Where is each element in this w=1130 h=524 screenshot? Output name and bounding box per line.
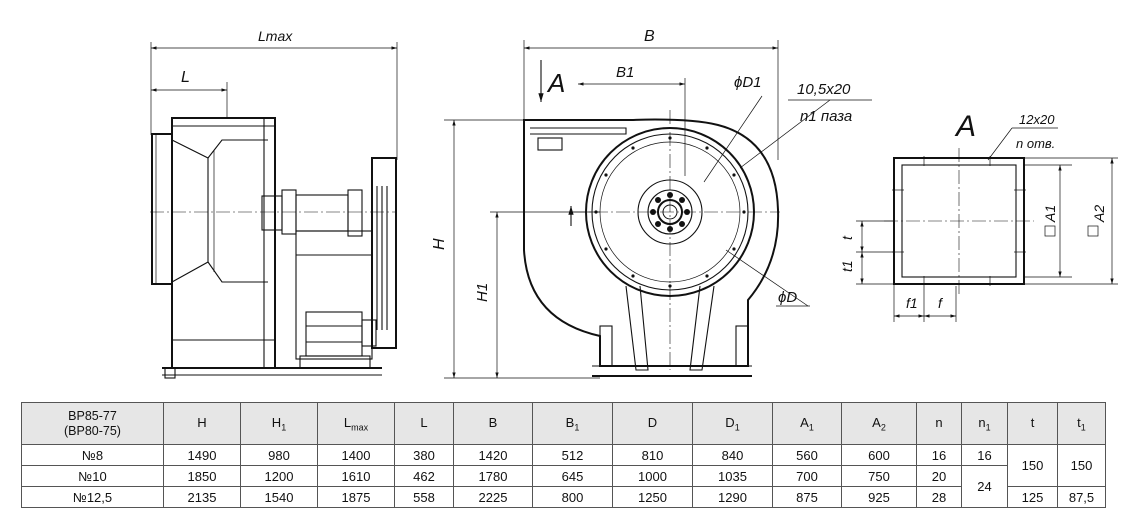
t-label: t — [839, 235, 855, 240]
model-cell: №8 — [21, 444, 164, 466]
cell-b1: 800 — [532, 486, 613, 508]
col-d1: D1 — [692, 402, 773, 445]
cell-h: 1850 — [163, 465, 241, 487]
hole-size-label: 12x20 — [1019, 112, 1055, 127]
cell-a2: 925 — [841, 486, 917, 508]
cell-a1: 875 — [772, 486, 842, 508]
fan-technical-drawing: Lmax L — [150, 28, 1118, 379]
cell-n: 16 — [916, 444, 962, 466]
cell-b: 2225 — [453, 486, 533, 508]
view-a-label: A — [546, 68, 565, 98]
cell-d: 1250 — [612, 486, 693, 508]
cell-lmax: 1610 — [317, 465, 395, 487]
col-t: t — [1007, 402, 1058, 445]
col-a2: A2 — [841, 402, 917, 445]
model-cell: №12,5 — [21, 486, 164, 508]
table-row: №12,5 2135 1540 1875 558 2225 800 1250 1… — [21, 486, 1106, 508]
cell-t1: 87,5 — [1057, 486, 1106, 508]
f1-label: f1 — [906, 295, 918, 311]
cell-n1: 16 — [961, 444, 1008, 466]
cell-h1: 1540 — [240, 486, 318, 508]
side-view: Lmax L — [150, 28, 398, 379]
h-label: H — [431, 238, 448, 250]
cell-d1: 840 — [692, 444, 773, 466]
slot-count-label: n1 паза — [800, 108, 852, 125]
col-b1: B1 — [532, 402, 613, 445]
table-row: №10 1850 1200 1610 462 1780 645 1000 103… — [21, 465, 1106, 508]
specs-table: ВР85-77 (ВР80-75) H H1 Lmax L B B1 D D1 … — [21, 402, 1106, 508]
col-l: L — [394, 402, 454, 445]
col-lmax: Lmax — [317, 402, 395, 445]
col-h1: H1 — [240, 402, 318, 445]
cell-h1: 980 — [240, 444, 318, 466]
cell-n: 28 — [916, 486, 962, 508]
cell-a1: 560 — [772, 444, 842, 466]
cell-n: 20 — [916, 465, 962, 487]
cell-n1-merged: 24 — [961, 465, 1008, 508]
front-view: B B1 A H H1 — [431, 28, 872, 379]
model-header: ВР85-77 (ВР80-75) — [21, 402, 164, 445]
cell-l: 462 — [394, 465, 454, 487]
col-b: B — [453, 402, 533, 445]
d-label: ϕD — [778, 289, 797, 306]
flange-view-a: A 12x20 n отв. A1 A2 — [839, 110, 1118, 322]
slot-size-label: 10,5x20 — [797, 81, 851, 98]
cell-l: 380 — [394, 444, 454, 466]
col-t1: t1 — [1057, 402, 1106, 445]
cell-h: 2135 — [163, 486, 241, 508]
cell-lmax: 1875 — [317, 486, 395, 508]
model-cell: №10 — [21, 465, 164, 487]
cell-b1: 512 — [532, 444, 613, 466]
lmax-label: Lmax — [258, 28, 293, 44]
cell-b: 1420 — [453, 444, 533, 466]
cell-t1-merged: 150 — [1057, 444, 1106, 487]
cell-h1: 1200 — [240, 465, 318, 487]
col-d: D — [612, 402, 693, 445]
b-label: B — [644, 28, 655, 45]
cell-d: 810 — [612, 444, 693, 466]
cell-d: 1000 — [612, 465, 693, 487]
t1-label: t1 — [839, 260, 855, 272]
cell-a2: 600 — [841, 444, 917, 466]
cell-b1: 645 — [532, 465, 613, 487]
col-h: H — [163, 402, 241, 445]
d1-label: ϕD1 — [734, 74, 762, 91]
col-n1: n1 — [961, 402, 1008, 445]
a1-label: A1 — [1042, 205, 1058, 223]
hole-count-label: n отв. — [1016, 136, 1055, 151]
b1-label: B1 — [616, 64, 634, 81]
cell-a1: 700 — [772, 465, 842, 487]
cell-h: 1490 — [163, 444, 241, 466]
cell-b: 1780 — [453, 465, 533, 487]
cell-d1: 1035 — [692, 465, 773, 487]
table-header-row: ВР85-77 (ВР80-75) H H1 Lmax L B B1 D D1 … — [21, 402, 1106, 445]
flange-view-title: A — [954, 110, 976, 143]
cell-a2: 750 — [841, 465, 917, 487]
flange-hole-ticks — [892, 156, 1026, 286]
a2-label: A2 — [1091, 205, 1107, 223]
col-n: n — [916, 402, 962, 445]
cell-t: 125 — [1007, 486, 1058, 508]
cell-l: 558 — [394, 486, 454, 508]
f-label: f — [938, 295, 944, 311]
cell-d1: 1290 — [692, 486, 773, 508]
table-row: №8 1490 980 1400 380 1420 512 810 840 56… — [21, 444, 1106, 487]
l-label: L — [181, 69, 190, 86]
h1-label: H1 — [474, 283, 491, 302]
cell-t-merged: 150 — [1007, 444, 1058, 487]
col-a1: A1 — [772, 402, 842, 445]
cell-lmax: 1400 — [317, 444, 395, 466]
